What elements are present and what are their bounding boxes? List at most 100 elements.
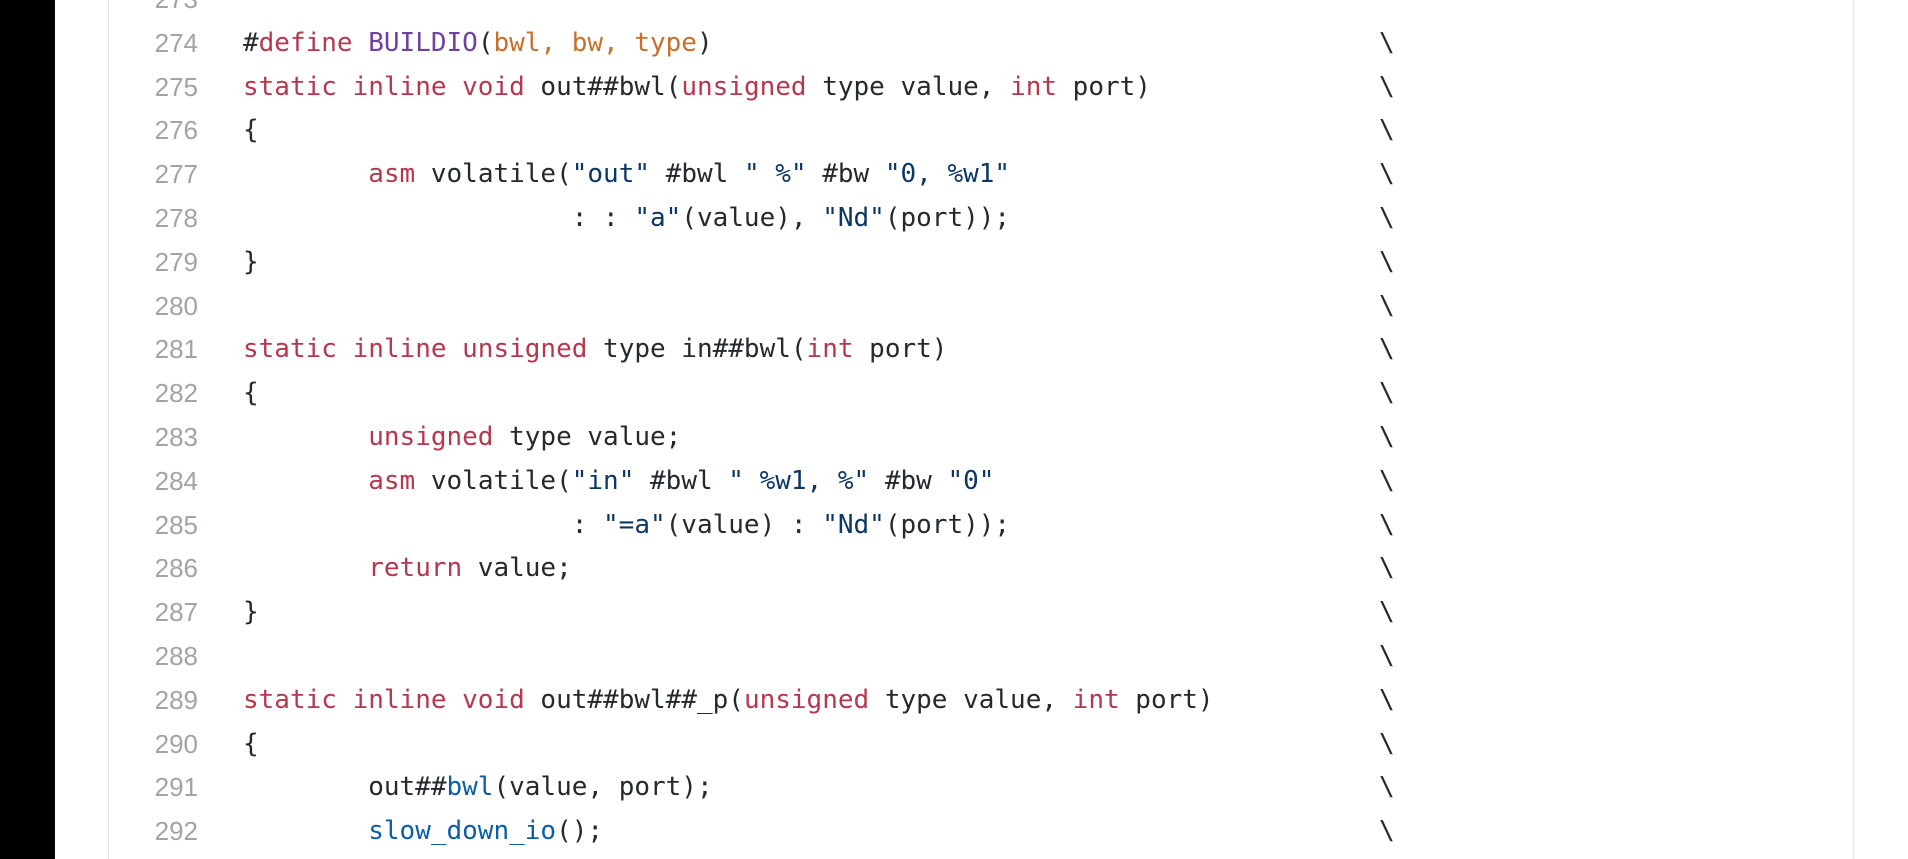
line-number[interactable]: 273 xyxy=(109,0,198,22)
line-number[interactable]: 275 xyxy=(154,71,198,102)
line-continuation: \ xyxy=(1379,509,1395,540)
line-number[interactable]: 283 xyxy=(154,421,198,452)
line-continuation: \ xyxy=(1379,421,1395,452)
code-line: 274#define BUILDIO(bwl, bw, type)\ xyxy=(109,22,1853,66)
code-text: : "=a"(value) : "Nd"(port)); xyxy=(243,504,1010,548)
line-number[interactable]: 280 xyxy=(154,290,198,321)
line-number[interactable]: 290 xyxy=(154,728,198,759)
line-continuation: \ xyxy=(1379,159,1395,190)
code-token: : : xyxy=(243,202,635,233)
code-text: : : "a"(value), "Nd"(port)); xyxy=(243,197,1010,241)
code-text: { xyxy=(243,109,259,153)
code-line: 280\ xyxy=(109,285,1853,329)
line-number[interactable]: 279 xyxy=(154,246,198,277)
code-token: } xyxy=(243,246,259,277)
code-token: "in" xyxy=(571,465,635,496)
code-text: static inline void out##bwl##_p(unsigned… xyxy=(243,679,1214,723)
code-token: ) xyxy=(696,27,713,58)
code-line: 278 : : "a"(value), "Nd"(port)); \ xyxy=(109,197,1853,241)
code-token: asm xyxy=(368,159,416,190)
code-token: (value), xyxy=(681,202,823,233)
code-token: bwl, bw, type xyxy=(493,27,697,58)
line-number[interactable]: 291 xyxy=(154,772,198,803)
line-continuation: \ xyxy=(1379,334,1395,365)
code-text: #define BUILDIO(bwl, bw, type) xyxy=(243,22,713,66)
line-continuation: \ xyxy=(1379,378,1395,409)
code-line: 291 out##bwl(value, port);\ xyxy=(109,766,1853,810)
code-token: (port)); xyxy=(884,202,1011,233)
code-line: 292 slow_down_io();\ xyxy=(109,810,1853,854)
line-continuation: \ xyxy=(1379,71,1395,102)
line-number[interactable]: 287 xyxy=(154,597,198,628)
code-token: type value, xyxy=(806,71,1011,102)
code-token: unsigned xyxy=(743,684,870,715)
line-continuation: \ xyxy=(1379,202,1395,233)
code-token: slow_down_io xyxy=(368,816,557,847)
code-token: int xyxy=(1072,684,1120,715)
code-token: } xyxy=(243,597,259,628)
code-token: (); xyxy=(556,816,604,847)
code-line: 288\ xyxy=(109,635,1853,679)
code-line: 286 return value; \ xyxy=(109,547,1853,591)
line-number[interactable]: 286 xyxy=(154,553,198,584)
code-line: 277 asm volatile("out" #bwl " %" #bw "0,… xyxy=(109,153,1853,197)
line-number[interactable]: 276 xyxy=(154,115,198,146)
code-token: inline xyxy=(352,334,447,365)
code-token xyxy=(447,685,463,715)
code-token: "0, %w1" xyxy=(884,159,1011,190)
code-token: return xyxy=(368,553,463,584)
code-line: 287}\ xyxy=(109,591,1853,635)
code-token: void xyxy=(462,71,525,102)
code-token: unsigned xyxy=(462,334,588,365)
line-number[interactable]: 289 xyxy=(154,684,198,715)
code-token: port) xyxy=(1057,71,1151,102)
code-lines: 273 274 #define BUILDIO(bwl, bw, type) \ 275… xyxy=(109,0,1853,854)
left-black-bar xyxy=(0,0,55,859)
code-token: ( xyxy=(477,27,494,58)
line-continuation: \ xyxy=(1379,465,1395,496)
code-token: static xyxy=(243,71,337,102)
code-text: } xyxy=(243,591,259,635)
code-token: unsigned xyxy=(681,71,807,102)
code-token xyxy=(337,334,353,364)
line-number[interactable]: 292 xyxy=(154,816,198,847)
code-line: 289 static inline void out##bwl##_p(unsig… xyxy=(109,679,1853,723)
code-token: #bw xyxy=(869,465,948,496)
code-token: port) xyxy=(1119,684,1214,715)
code-token: void xyxy=(462,684,525,715)
line-continuation: \ xyxy=(1379,684,1395,715)
code-token: (value, port); xyxy=(493,772,713,803)
line-number[interactable]: 288 xyxy=(154,640,198,671)
code-line: 283 unsigned type value;\ xyxy=(109,416,1853,460)
line-number[interactable]: 274 xyxy=(154,27,198,58)
line-number[interactable]: 281 xyxy=(154,334,198,365)
code-token: volatile( xyxy=(415,159,572,190)
code-token: out##bwl##_p( xyxy=(524,684,744,715)
code-text: } xyxy=(243,241,259,285)
line-number[interactable]: 284 xyxy=(154,465,198,496)
code-token: bwl xyxy=(446,772,494,803)
code-token: "a" xyxy=(634,202,682,233)
code-token: static xyxy=(243,684,337,715)
code-token: out##bwl( xyxy=(524,71,682,102)
code-token: static xyxy=(243,334,337,365)
code-token: "=a" xyxy=(603,509,666,540)
code-token xyxy=(243,816,368,846)
code-line: 282 { \ xyxy=(109,372,1853,416)
line-number[interactable]: 285 xyxy=(154,509,198,540)
code-token: : xyxy=(243,509,604,540)
line-continuation: \ xyxy=(1379,553,1395,584)
code-line: 279}\ xyxy=(109,241,1853,285)
code-token xyxy=(243,159,368,189)
code-viewer[interactable]: 273 274 #define BUILDIO(bwl, bw, type) \ 275… xyxy=(108,0,1854,859)
code-token: inline xyxy=(352,684,447,715)
line-number[interactable]: 277 xyxy=(154,159,198,190)
code-token: type value, xyxy=(869,684,1073,715)
line-number[interactable]: 278 xyxy=(154,202,198,233)
code-token: value; xyxy=(462,553,572,584)
code-token: { xyxy=(243,378,259,409)
code-line: 284 asm volatile("in" #bwl " %w1, %" #bw… xyxy=(109,460,1853,504)
line-number[interactable]: 282 xyxy=(154,378,198,409)
code-token: #bw xyxy=(806,159,885,190)
